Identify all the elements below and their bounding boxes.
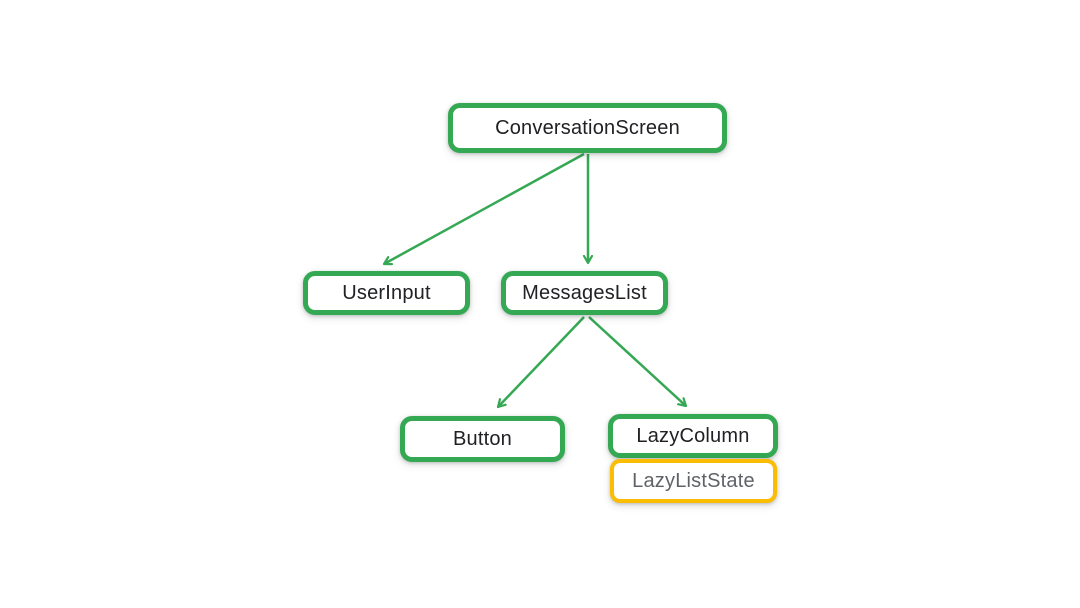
node-button: Button [400, 416, 565, 462]
node-conversationscreen: ConversationScreen [448, 103, 727, 153]
node-lazyliststate: LazyListState [610, 459, 777, 503]
edge-conversationscreen-userinput [384, 152, 585, 264]
edge-messageslist-button [498, 316, 585, 407]
node-lazycolumn: LazyColumn [608, 414, 778, 458]
node-messageslist: MessagesList [501, 271, 668, 315]
node-userinput: UserInput [303, 271, 470, 315]
edge-messageslist-lazycolumn [588, 316, 686, 406]
